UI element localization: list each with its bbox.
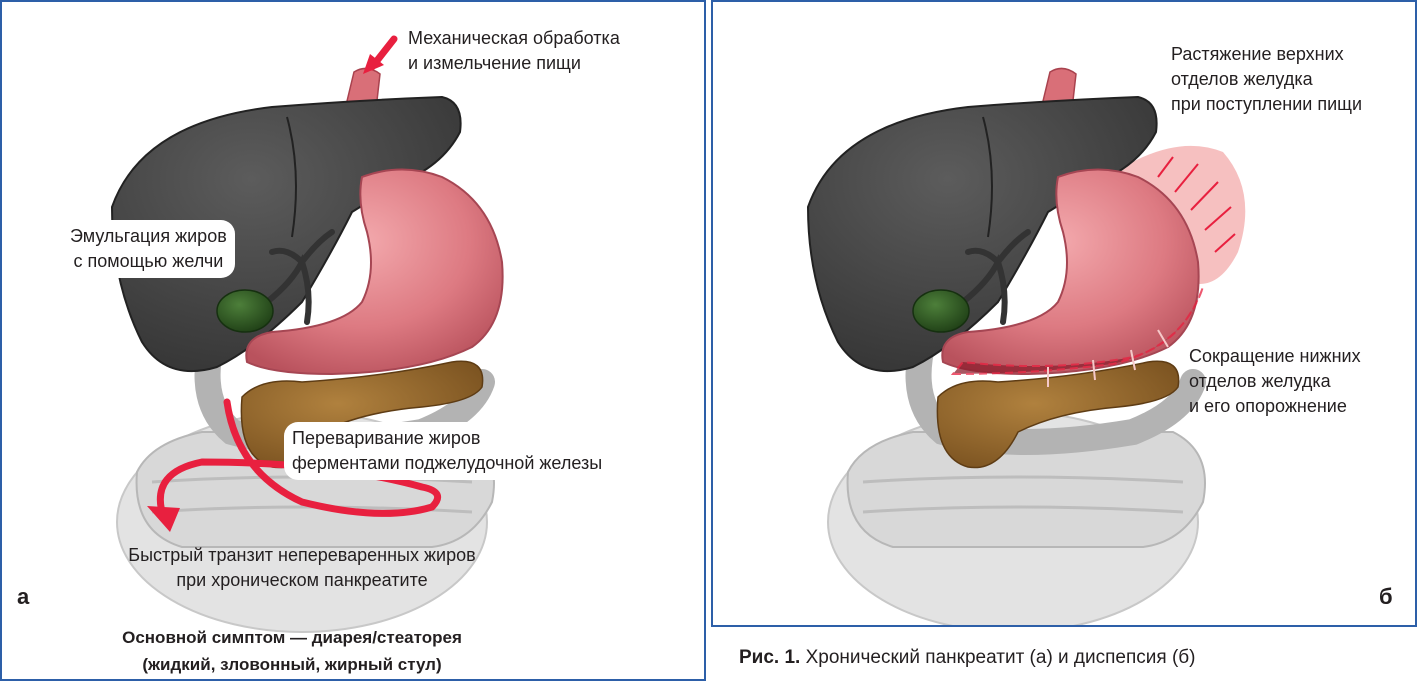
label-digestion: Переваривание жиров ферментами поджелудо… [284, 422, 610, 480]
label-mechanical-line1: Механическая обработка [408, 26, 620, 51]
label-contraction-line2: отделов желудка [1189, 369, 1361, 394]
panel-a: Механическая обработка и измельчение пищ… [0, 0, 706, 681]
label-transit-line2: при хроническом панкреатите [102, 568, 502, 593]
label-contraction-line3: и его опорожнение [1189, 394, 1361, 419]
symptom-line1: Основной симптом — диарея/стеаторея [107, 624, 477, 651]
label-contraction: Сокращение нижних отделов желудка и его … [1189, 344, 1361, 419]
symptom-line2: (жидкий, зловонный, жирный стул) [107, 651, 477, 678]
label-digestion-line1: Переваривание жиров [292, 426, 602, 451]
panel-letter-b: б [1379, 584, 1393, 610]
caption-prefix: Рис. 1. [739, 647, 800, 668]
label-transit-line1: Быстрый транзит непереваренных жиров [102, 543, 502, 568]
label-emulsification-line2: с помощью желчи [70, 249, 227, 274]
label-stretch-line1: Растяжение верхних [1171, 42, 1362, 67]
label-stretch-line2: отделов желудка [1171, 67, 1362, 92]
label-transit: Быстрый транзит непереваренных жиров при… [102, 543, 502, 593]
label-stretch: Растяжение верхних отделов желудка при п… [1171, 42, 1362, 117]
label-emulsification-line1: Эмульгация жиров [70, 224, 227, 249]
label-mechanical-line2: и измельчение пищи [408, 51, 620, 76]
figure-caption: Рис. 1. Хронический панкреатит (а) и дис… [739, 647, 1196, 669]
label-emulsification: Эмульгация жиров с помощью желчи [62, 220, 235, 278]
gallbladder [217, 290, 273, 332]
label-digestion-line2: ферментами поджелудочной железы [292, 451, 602, 476]
label-stretch-line3: при поступлении пищи [1171, 92, 1362, 117]
gallbladder [913, 290, 969, 332]
label-mechanical: Механическая обработка и измельчение пищ… [408, 26, 620, 76]
panel-letter-a: а [17, 584, 29, 610]
panel-b: Растяжение верхних отделов желудка при п… [711, 0, 1417, 627]
caption-text: Хронический панкреатит (а) и диспепсия (… [800, 647, 1195, 668]
label-contraction-line1: Сокращение нижних [1189, 344, 1361, 369]
main-symptom: Основной симптом — диарея/стеаторея (жид… [107, 624, 477, 678]
